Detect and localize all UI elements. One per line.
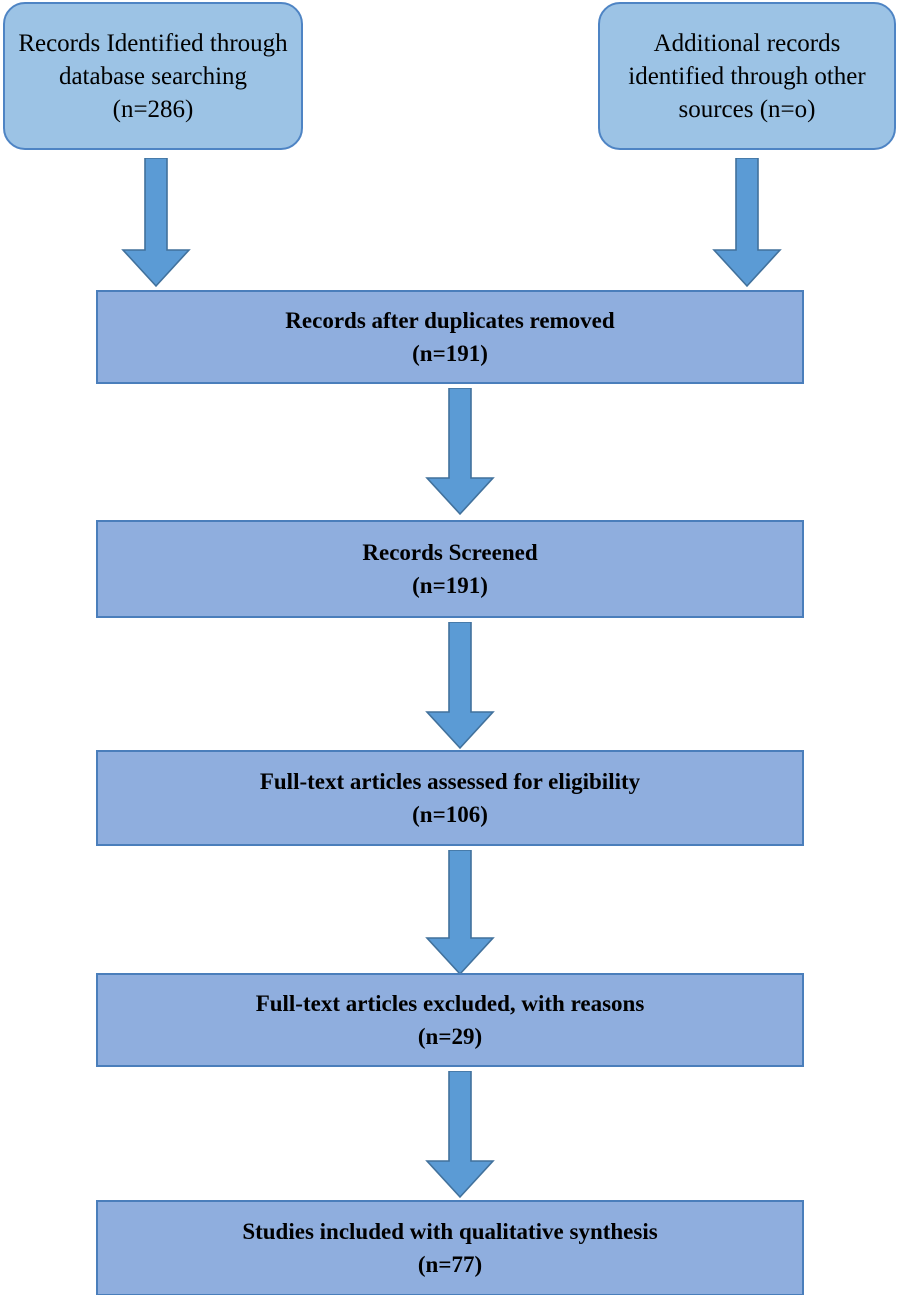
node-label-count: (n=106)	[412, 802, 488, 827]
node-label-count: (n=29)	[417, 1024, 483, 1049]
node-additional-records-other-sources: Additional records identified through ot…	[598, 2, 896, 150]
node-label: Records Identified through database sear…	[18, 29, 288, 123]
node-records-after-duplicates-removed: Records after duplicates removed (n=191)	[96, 290, 804, 384]
node-label-line1: Records after duplicates removed	[285, 307, 615, 333]
arrow-eligibility-to-excluded	[425, 850, 495, 976]
node-label-line1: Full-text articles assessed for eligibil…	[259, 768, 641, 794]
node-records-identified-database: Records Identified through database sear…	[3, 2, 303, 150]
node-label-count: (n=191)	[412, 341, 488, 366]
node-studies-included-qualitative-synthesis: Studies included with qualitative synthe…	[96, 1200, 804, 1295]
node-records-screened: Records Screened (n=191)	[96, 520, 804, 618]
node-label-line1: Studies included with qualitative synthe…	[242, 1218, 658, 1244]
node-label-line1: Full-text articles excluded, with reason…	[255, 990, 645, 1016]
node-label-count: (n=191)	[412, 573, 488, 598]
node-label-line1: Records Screened	[362, 539, 538, 565]
arrow-dedup-to-screened	[425, 388, 495, 516]
arrow-screened-to-eligibility	[425, 622, 495, 750]
arrow-left-source-to-dedup	[121, 158, 191, 288]
node-fulltext-excluded-with-reasons: Full-text articles excluded, with reason…	[96, 973, 804, 1067]
arrow-excluded-to-included	[425, 1071, 495, 1199]
node-fulltext-assessed-eligibility: Full-text articles assessed for eligibil…	[96, 750, 804, 846]
node-label-count: (n=77)	[417, 1252, 483, 1277]
node-label: Additional records identified through ot…	[628, 29, 866, 123]
arrow-right-source-to-dedup	[712, 158, 782, 288]
